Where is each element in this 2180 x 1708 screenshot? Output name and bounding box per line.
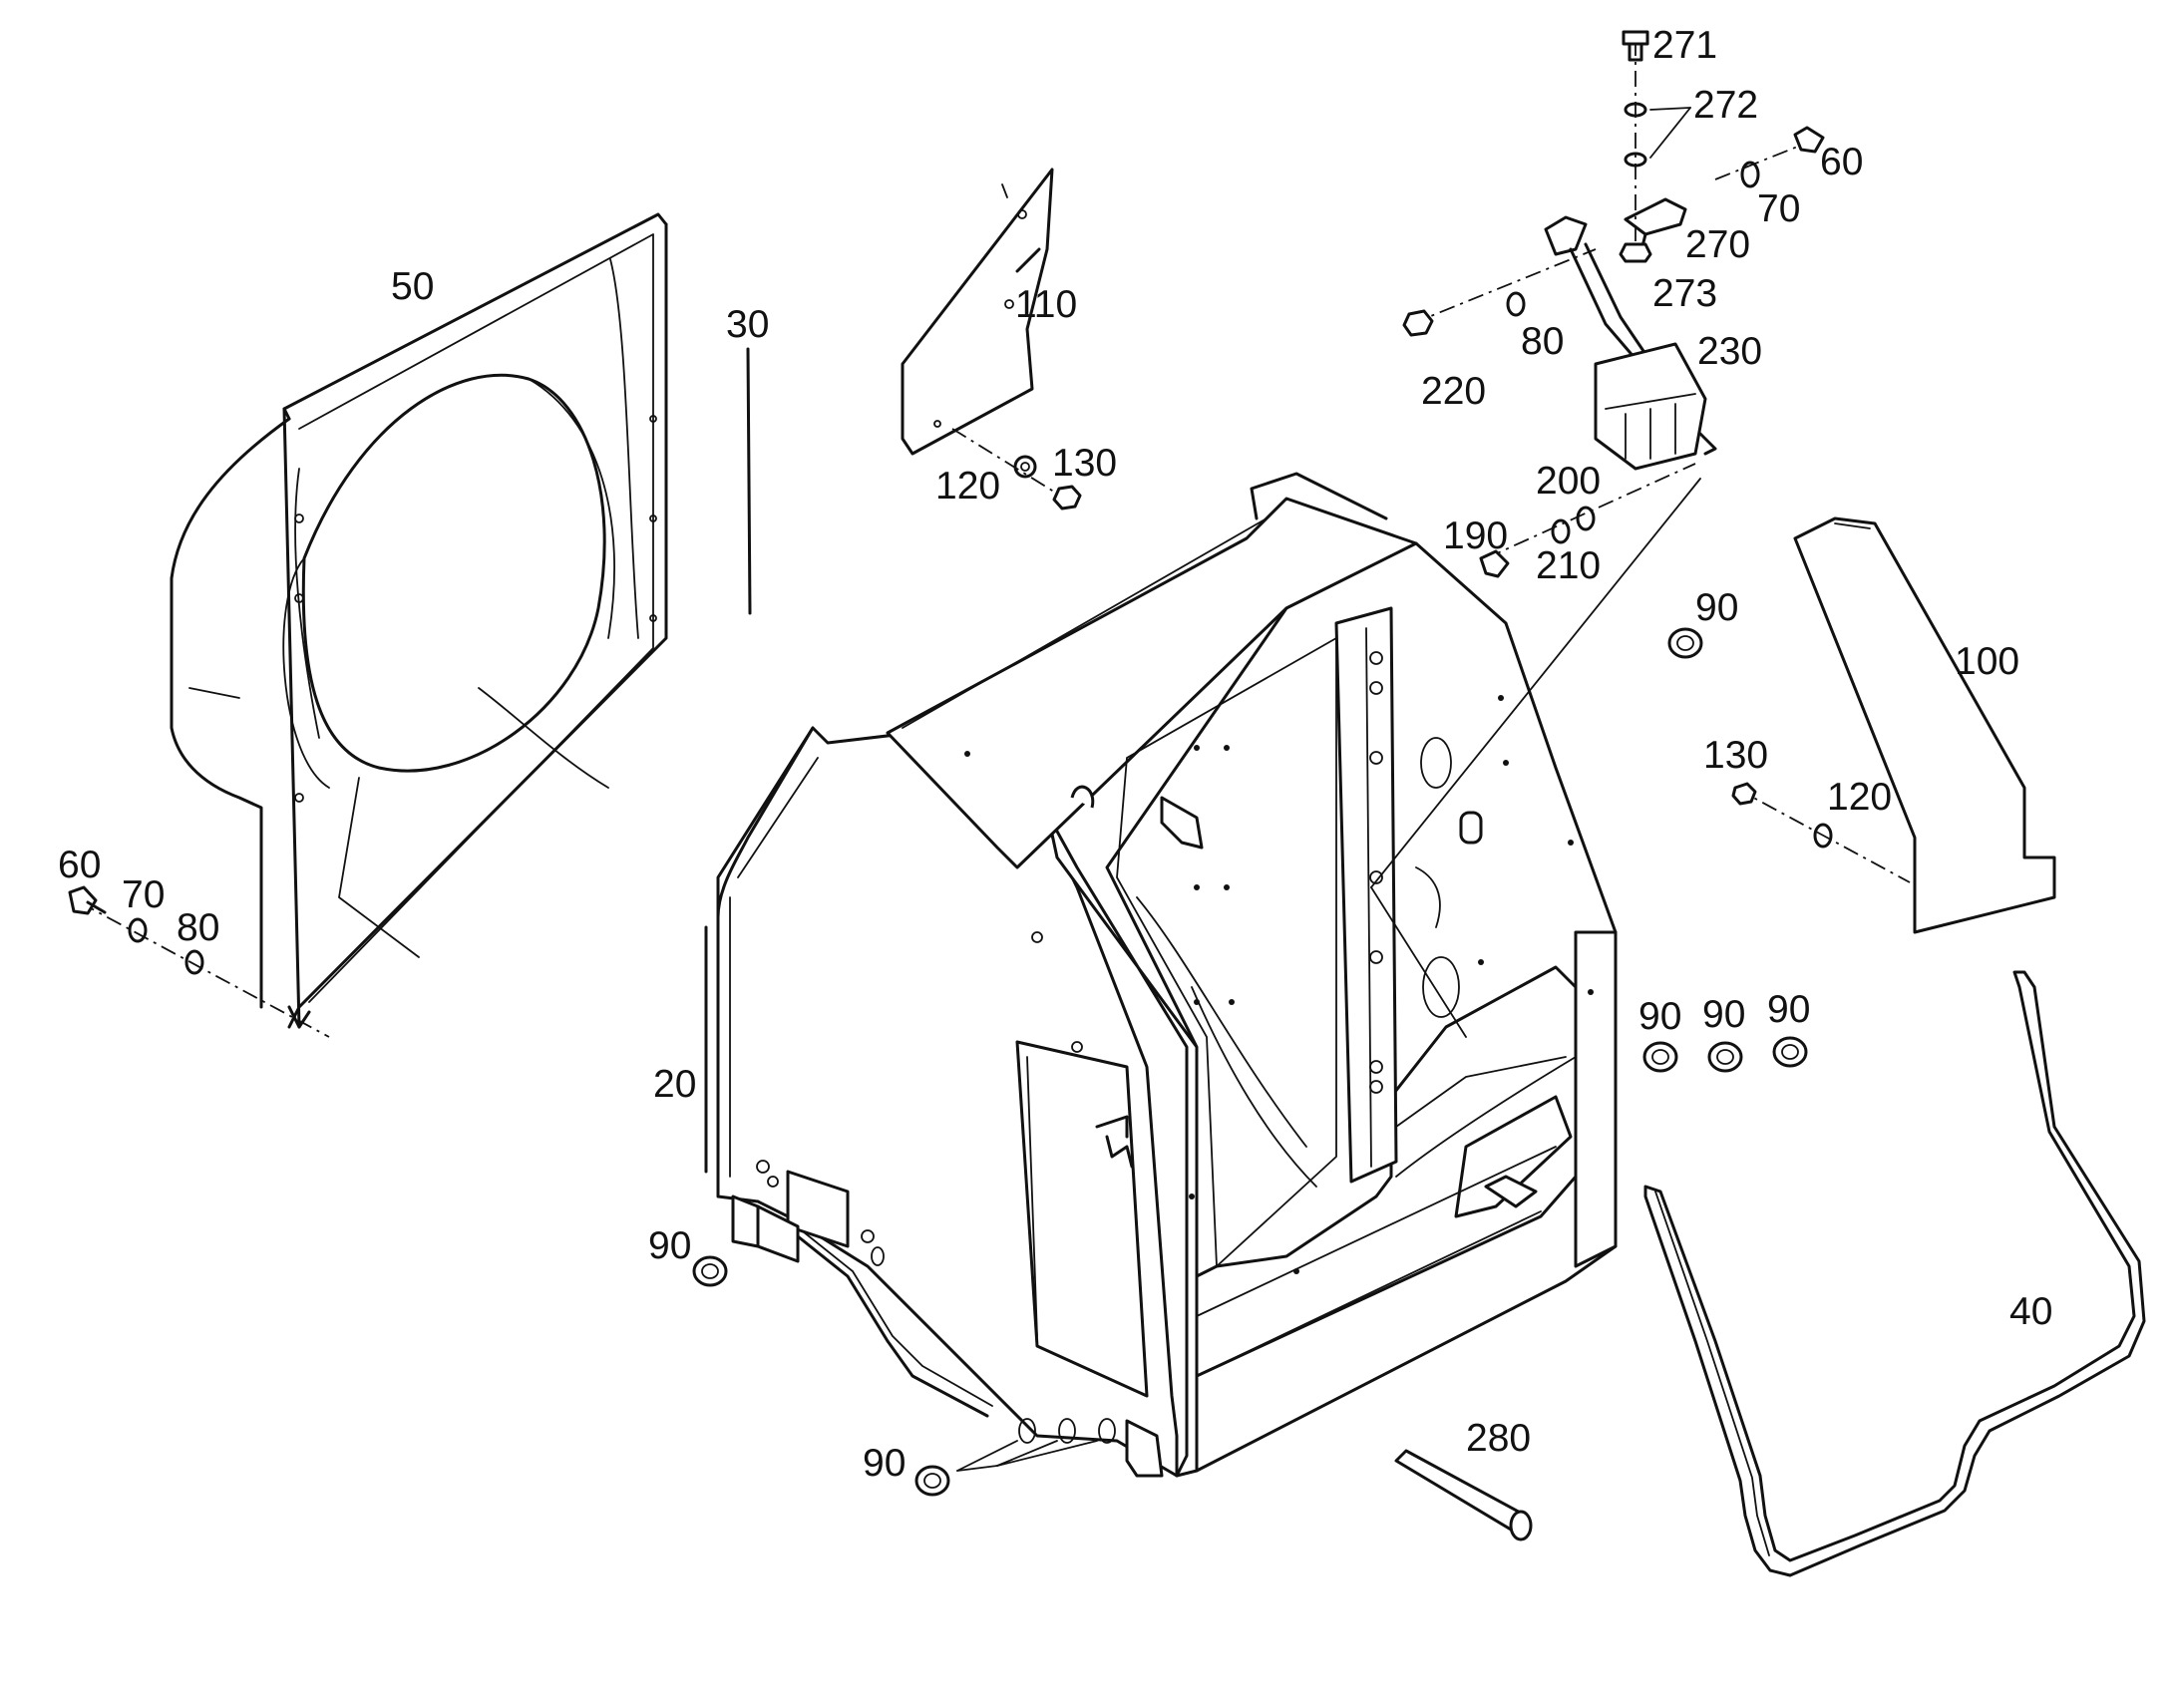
callout-70-right: 70	[1757, 187, 1800, 230]
callout-labels: 20 30 40 50 60 60 70 70 80 80 90 90 90 9…	[58, 24, 2052, 1485]
callout-80-left: 80	[177, 906, 219, 949]
fastener-group-60-70-right	[1714, 126, 1825, 188]
grommet-part-90-c	[1707, 1041, 1743, 1073]
callout-90-b: 90	[1638, 995, 1681, 1038]
callout-50: 50	[391, 265, 434, 308]
callout-60-left: 60	[58, 844, 101, 886]
callout-190: 190	[1443, 514, 1508, 557]
callout-273: 273	[1652, 272, 1717, 315]
callout-40: 40	[2009, 1290, 2052, 1333]
reservoir-part-230	[1544, 215, 1717, 471]
fan-shroud-part-50	[170, 212, 668, 1029]
sleeve-part-280	[1394, 1449, 1533, 1541]
callout-70-left: 70	[122, 873, 165, 916]
seal-strip-part-40	[1643, 970, 2146, 1577]
callout-80-right: 80	[1521, 320, 1564, 363]
callout-220: 220	[1421, 370, 1486, 413]
grommet-part-90-d	[1772, 1036, 1808, 1068]
callout-130-upper: 130	[1052, 442, 1117, 485]
leader-lines-272	[1649, 107, 1691, 159]
callout-20: 20	[653, 1063, 696, 1106]
callout-130-right: 130	[1703, 734, 1768, 777]
callout-90-d: 90	[1767, 988, 1810, 1031]
fastener-group-120-130-right	[1731, 782, 1911, 883]
callout-110: 110	[1015, 283, 1077, 326]
callout-120-upper: 120	[935, 465, 1000, 508]
callout-60-right: 60	[1820, 141, 1863, 183]
fastener-group-60-70-80-left	[68, 885, 330, 1038]
grommet-part-90-f	[914, 1465, 950, 1497]
callout-230: 230	[1697, 330, 1762, 373]
leader-lines-230	[1370, 478, 1701, 1038]
callout-90-f: 90	[863, 1442, 906, 1485]
grommet-part-90-a	[1667, 627, 1703, 659]
grommet-part-90-b	[1642, 1041, 1678, 1073]
fastener-group-190-200-210	[1479, 463, 1696, 578]
callout-270: 270	[1685, 223, 1750, 266]
fastener-stack-271-272-273	[1619, 30, 1652, 263]
grommet-part-90-e	[692, 1255, 728, 1287]
callout-30: 30	[726, 303, 769, 346]
callout-100: 100	[1955, 640, 2019, 683]
leader-lines-90-f	[956, 1440, 1098, 1472]
callout-90-e: 90	[648, 1224, 691, 1267]
cover-plate-part-100	[1793, 516, 2056, 934]
callout-200: 200	[1536, 460, 1601, 503]
fastener-group-80-220	[1402, 248, 1597, 337]
rod-part-30	[746, 347, 752, 615]
callout-272: 272	[1693, 84, 1758, 127]
main-frame-part-20	[704, 472, 1618, 1478]
fastener-group-120-130-upper	[951, 428, 1082, 511]
callout-210: 210	[1536, 544, 1601, 587]
callout-280: 280	[1466, 1417, 1531, 1460]
callout-120-right: 120	[1827, 776, 1892, 819]
bracket-plate-part-110	[901, 168, 1054, 456]
callout-90-a: 90	[1695, 586, 1738, 629]
callout-271: 271	[1652, 24, 1717, 67]
callout-90-c: 90	[1702, 993, 1745, 1036]
